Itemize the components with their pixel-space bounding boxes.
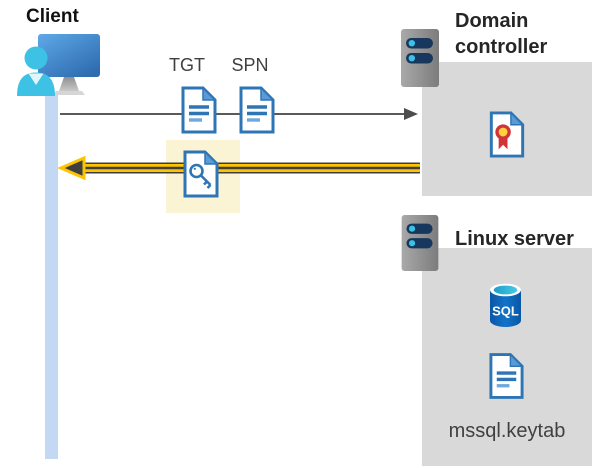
tgt-document-icon xyxy=(181,86,217,134)
client-timeline-bar xyxy=(45,94,58,459)
sql-database-icon: SQL xyxy=(490,283,521,327)
linux-server-title: Linux server xyxy=(455,228,574,250)
tgt-label: TGT xyxy=(169,55,205,75)
spn-label: SPN xyxy=(231,55,269,75)
key-document-icon xyxy=(183,150,219,198)
sql-icon-text: SQL xyxy=(492,304,519,319)
client-title: Client xyxy=(26,6,79,27)
user-icon xyxy=(17,46,55,96)
monitor-icon xyxy=(38,34,100,95)
keytab-file-label: mssql.keytab xyxy=(448,420,566,442)
keytab-document-icon xyxy=(489,352,524,399)
linux-server-icon xyxy=(401,214,439,272)
client-computer-icon xyxy=(17,34,100,96)
response-arrow xyxy=(58,156,420,180)
certificate-icon xyxy=(489,111,525,158)
domain-controller-title: Domain controller xyxy=(455,10,548,59)
domain-controller-server-icon xyxy=(401,29,439,87)
spn-document-icon xyxy=(239,86,275,134)
key-icon xyxy=(189,163,212,189)
request-arrow xyxy=(60,108,418,120)
